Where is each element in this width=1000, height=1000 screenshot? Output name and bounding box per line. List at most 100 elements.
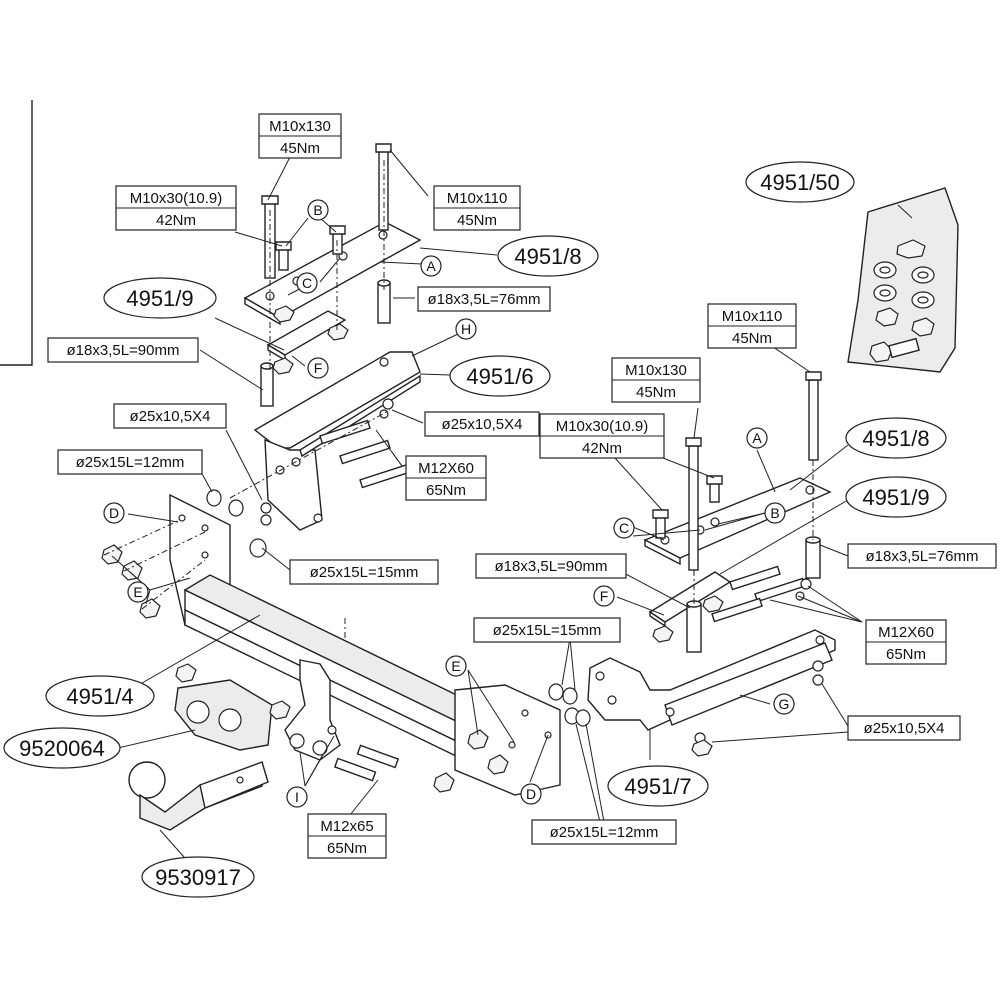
spec-line-2: 45Nm bbox=[636, 384, 676, 401]
spec-right-washer25x10: ø25x10,5X4 bbox=[847, 715, 961, 741]
spec-m12x65: M12x65 65Nm bbox=[307, 813, 387, 859]
spec-left-spacer15: ø25x15L=15mm bbox=[289, 559, 439, 585]
callout-4951-8-right: 4951/8 bbox=[845, 417, 947, 459]
spec-left-washer25x10: ø25x10,5X4 bbox=[113, 403, 227, 429]
callout-4951-4: 4951/4 bbox=[45, 675, 155, 717]
callout-4951-8-left: 4951/8 bbox=[497, 235, 599, 277]
svg-text:I: I bbox=[295, 789, 299, 805]
callout-label: 4951/6 bbox=[466, 364, 533, 389]
spec-line-2: 42Nm bbox=[156, 212, 196, 229]
spec-right-tube90: ø18x3,5L=90mm bbox=[475, 553, 627, 579]
callout-9530917: 9530917 bbox=[141, 856, 255, 898]
socket-plate-9520064 bbox=[174, 663, 291, 751]
spec-line-1: ø18x3,5L=90mm bbox=[67, 342, 180, 359]
svg-text:H: H bbox=[461, 321, 471, 337]
svg-text:C: C bbox=[302, 275, 312, 291]
svg-text:C: C bbox=[619, 520, 629, 536]
spec-line-1: M12X60 bbox=[418, 460, 474, 477]
spec-left-tube90: ø18x3,5L=90mm bbox=[47, 337, 199, 363]
callout-4951-9-left: 4951/9 bbox=[103, 277, 217, 319]
right-side-bracket-4951-7 bbox=[587, 629, 836, 731]
spec-line-1: M10x130 bbox=[625, 362, 687, 379]
svg-text:B: B bbox=[313, 202, 322, 218]
towball-9530917 bbox=[128, 761, 269, 831]
left-side-bracket-4951-6 bbox=[253, 351, 421, 531]
letter-i-low: I bbox=[286, 786, 308, 808]
svg-text:D: D bbox=[526, 786, 536, 802]
spec-line-1: ø18x3,5L=90mm bbox=[495, 558, 608, 575]
letter-b-left: B bbox=[307, 199, 329, 221]
letter-d-mid: D bbox=[520, 783, 542, 805]
callout-label: 4951/7 bbox=[624, 774, 691, 799]
svg-text:E: E bbox=[451, 658, 460, 674]
callout-4951-6: 4951/6 bbox=[449, 355, 551, 397]
spec-line-2: 42Nm bbox=[582, 440, 622, 457]
callout-4951-9-right: 4951/9 bbox=[845, 476, 947, 518]
letter-e-mid: E bbox=[445, 655, 467, 677]
spec-line-2: 65Nm bbox=[327, 840, 367, 857]
spec-right-spacer12: ø25x15L=12mm bbox=[531, 819, 677, 845]
spec-left-spacer12: ø25x15L=12mm bbox=[57, 449, 203, 475]
svg-text:A: A bbox=[426, 258, 436, 274]
right-bolts bbox=[652, 371, 822, 653]
crossbar-right-nuts bbox=[433, 729, 509, 793]
spec-right-spacer15: ø25x15L=15mm bbox=[473, 617, 621, 643]
spec-line-1: M10x110 bbox=[722, 308, 783, 325]
letter-e-left: E bbox=[127, 581, 149, 603]
svg-text:B: B bbox=[770, 505, 779, 521]
right-m12-bolts bbox=[711, 565, 812, 623]
spec-line-2: 45Nm bbox=[457, 212, 497, 229]
callout-4951-50: 4951/50 bbox=[745, 161, 855, 203]
svg-text:F: F bbox=[314, 360, 323, 376]
spec-left-tube76: ø18x3,5L=76mm bbox=[417, 286, 551, 312]
spec-left-m10x30: M10x30(10.9) 42Nm bbox=[115, 185, 237, 231]
spec-line-1: M12X60 bbox=[878, 624, 934, 641]
spec-line-1: M10x110 bbox=[447, 190, 508, 207]
spec-right-m12x60: M12X60 65Nm bbox=[865, 619, 947, 665]
spec-left-washer25x10-b: ø25x10,5X4 bbox=[424, 411, 540, 437]
spec-right-m10x130: M10x130 45Nm bbox=[611, 357, 701, 403]
callout-label: 9520064 bbox=[19, 736, 105, 761]
m12x65-bolts bbox=[333, 744, 400, 782]
svg-text:F: F bbox=[600, 588, 609, 604]
spec-line-1: M12x65 bbox=[320, 818, 373, 835]
spec-line-1: ø25x10,5X4 bbox=[130, 408, 211, 425]
callout-label: 4951/50 bbox=[760, 170, 840, 195]
spec-left-m12x60: M12X60 65Nm bbox=[405, 455, 487, 501]
frame-border bbox=[0, 100, 33, 366]
spec-line-1: ø18x3,5L=76mm bbox=[866, 548, 979, 565]
leader-lines bbox=[111, 149, 913, 876]
spec-line-1: ø25x15L=12mm bbox=[550, 824, 659, 841]
letter-c-left: C bbox=[296, 272, 318, 294]
spec-left-m10x110: M10x110 45Nm bbox=[433, 185, 521, 231]
left-bolts bbox=[260, 143, 392, 407]
spec-line-1: M10x130 bbox=[269, 118, 331, 135]
spec-line-1: ø25x15L=15mm bbox=[310, 564, 419, 581]
spec-line-2: 45Nm bbox=[280, 140, 320, 157]
letter-a-right: A bbox=[746, 427, 768, 449]
right-spacers-and-washers bbox=[548, 660, 824, 757]
callout-label: 4951/9 bbox=[126, 286, 193, 311]
spec-right-m10x30: M10x30(10.9) 42Nm bbox=[539, 413, 665, 459]
letter-h-left: H bbox=[455, 318, 477, 340]
letter-b-right: B bbox=[764, 502, 786, 524]
callout-label: 4951/8 bbox=[514, 244, 581, 269]
letter-a-left: A bbox=[420, 255, 442, 277]
callout-9520064: 9520064 bbox=[3, 727, 121, 769]
left-m12-bolts bbox=[229, 398, 411, 499]
svg-text:G: G bbox=[779, 696, 790, 712]
letter-g-right: G bbox=[773, 693, 795, 715]
spec-line-1: ø25x10,5X4 bbox=[864, 720, 945, 737]
letter-f-left: F bbox=[307, 357, 329, 379]
crossbar-left-nuts bbox=[101, 519, 206, 619]
letter-c-right: C bbox=[613, 517, 635, 539]
svg-text:D: D bbox=[109, 505, 119, 521]
callout-label: 4951/9 bbox=[862, 485, 929, 510]
svg-text:E: E bbox=[133, 584, 142, 600]
spec-line-2: 65Nm bbox=[886, 646, 926, 663]
callout-label: 4951/8 bbox=[862, 426, 929, 451]
spec-line-1: ø25x10,5X4 bbox=[442, 416, 523, 433]
letter-d-left: D bbox=[103, 502, 125, 524]
svg-text:A: A bbox=[752, 430, 762, 446]
